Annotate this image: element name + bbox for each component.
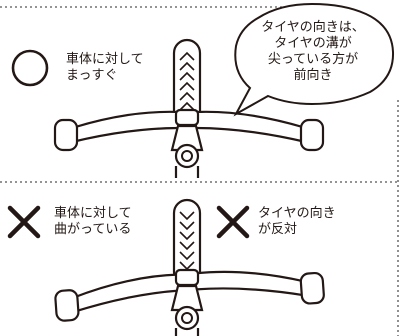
handlebar-illustration-wrong — [54, 198, 325, 336]
dotted-frame — [0, 6, 399, 336]
cross-mark-icon-1 — [7, 205, 41, 239]
wrong-reversed-label: タイヤの向き が反対 — [258, 206, 336, 237]
callout-bubble — [233, 2, 395, 117]
cross-mark-icon-2 — [216, 205, 250, 239]
correct-label: 車体に対して まっすぐ — [66, 52, 144, 83]
wrong-bent-label: 車体に対して 曲がっている — [54, 206, 132, 237]
callout-text: タイヤの向きは、 タイヤの溝が 尖っている方が 前向き — [261, 20, 365, 83]
circle-mark-icon — [11, 49, 49, 87]
handlebar-illustration-correct — [53, 38, 325, 178]
